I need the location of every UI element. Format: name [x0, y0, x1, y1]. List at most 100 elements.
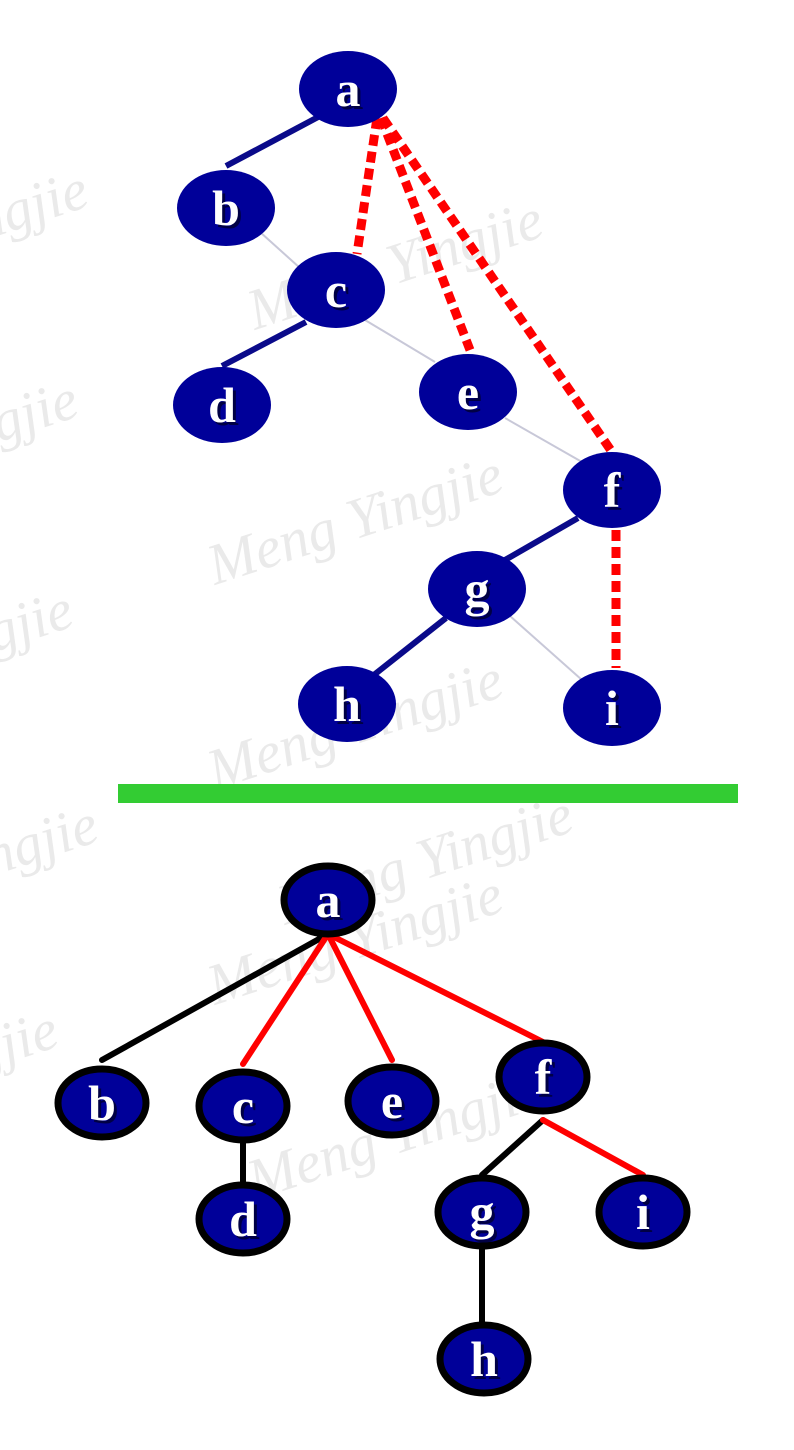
top-edge-a-b-tree — [224, 113, 322, 169]
bottom-node-f-label: f — [535, 1049, 553, 1105]
top-node-g-shape — [428, 551, 526, 627]
top-node-c-shape — [287, 252, 385, 328]
top-node-h-shape — [298, 666, 396, 742]
watermark-text: Meng Yingjie — [0, 366, 86, 523]
top-node-d-label: d — [208, 377, 236, 433]
bottom-edge-f-i — [540, 1117, 646, 1178]
bottom-node-c: cc — [195, 1068, 291, 1144]
top-graph-edges — [220, 113, 621, 681]
top-node-c-label-shadow: c — [328, 265, 350, 321]
bottom-node-f: ff — [495, 1039, 591, 1115]
top-node-a: aa — [299, 51, 397, 127]
top-node-f-shape — [563, 452, 661, 528]
bottom-node-b-label: b — [88, 1075, 116, 1131]
bottom-node-e-label-shadow: e — [384, 1076, 406, 1132]
top-node-f-label: f — [604, 462, 622, 518]
bottom-node-b-shape — [54, 1065, 150, 1141]
watermark-text: Meng Yingjie — [0, 996, 66, 1153]
bottom-node-f-label-shadow: f — [538, 1052, 556, 1108]
top-node-d-shape — [173, 367, 271, 443]
top-node-g: gg — [428, 551, 526, 627]
top-node-i-label: i — [605, 680, 619, 736]
bottom-tree-edges — [99, 931, 646, 1327]
bottom-node-d-label: d — [229, 1191, 257, 1247]
bottom-node-h-label: h — [470, 1331, 498, 1387]
top-node-b-label: b — [212, 180, 240, 236]
top-node-e-label: e — [457, 364, 479, 420]
bottom-node-b-label-shadow: b — [91, 1078, 119, 1134]
top-node-a-shape — [299, 51, 397, 127]
bottom-node-e-shape — [344, 1063, 440, 1139]
bottom-node-b: bb — [54, 1065, 150, 1141]
bottom-edge-a-b — [99, 931, 331, 1063]
watermark-text: Meng Yingjie — [238, 186, 551, 343]
top-node-i-shape — [563, 670, 661, 746]
bottom-node-g-shape — [434, 1174, 530, 1250]
top-node-h-label: h — [333, 676, 361, 732]
top-node-e-shape — [419, 354, 517, 430]
bottom-node-i-label: i — [636, 1184, 650, 1240]
bottom-node-g-label: g — [470, 1184, 495, 1240]
bottom-node-g: gg — [434, 1174, 530, 1250]
top-edge-b-c-thin — [259, 231, 301, 269]
watermark-text: Meng Yingjie — [0, 576, 81, 733]
bottom-node-e-label: e — [381, 1073, 403, 1129]
top-node-h-label-shadow: h — [336, 679, 364, 735]
top-node-d-label-shadow: d — [211, 380, 239, 436]
bottom-node-i: ii — [595, 1174, 691, 1250]
bottom-node-a-label: a — [316, 872, 341, 928]
top-node-e-label-shadow: e — [460, 367, 482, 423]
top-edge-c-d-tree — [220, 319, 308, 369]
bottom-node-f-shape — [495, 1039, 591, 1115]
top-node-c-label: c — [325, 262, 347, 318]
bottom-node-a-shape — [280, 862, 376, 938]
top-node-i: ii — [563, 670, 661, 746]
top-node-b-shape — [177, 170, 275, 246]
top-edge-a-e-dashed — [376, 116, 475, 352]
bottom-node-i-shape — [595, 1174, 691, 1250]
bottom-node-d-label-shadow: d — [232, 1194, 260, 1250]
top-edge-a-c-dashed — [352, 117, 382, 255]
bottom-edge-a-e — [325, 931, 395, 1063]
bottom-edge-a-f — [325, 931, 546, 1045]
bottom-edge-a-c — [240, 931, 331, 1067]
bottom-node-i-label-shadow: i — [639, 1187, 653, 1243]
bottom-edge-f-g — [479, 1117, 546, 1178]
top-node-a-label: a — [336, 61, 361, 117]
top-node-c: cc — [287, 252, 385, 328]
bottom-node-h-label-shadow: h — [473, 1334, 501, 1390]
bottom-node-e: ee — [344, 1063, 440, 1139]
top-edge-f-g-tree — [503, 515, 580, 563]
bottom-node-c-label: c — [232, 1078, 254, 1134]
top-node-b-label-shadow: b — [215, 183, 243, 239]
top-node-g-label: g — [465, 561, 490, 617]
bottom-node-d-shape — [195, 1181, 291, 1257]
top-edge-c-e-thin — [364, 319, 436, 363]
top-node-h: hh — [298, 666, 396, 742]
top-node-i-label-shadow: i — [608, 683, 622, 739]
top-edge-e-f-thin — [504, 417, 583, 463]
top-node-b: bb — [177, 170, 275, 246]
watermark-text: Meng Yingjie — [0, 791, 106, 948]
bottom-node-a: aa — [280, 862, 376, 938]
top-node-f: ff — [563, 452, 661, 528]
bottom-node-h-shape — [436, 1321, 532, 1397]
top-node-f-label-shadow: f — [607, 465, 625, 521]
top-node-d: dd — [173, 367, 271, 443]
top-edge-g-i-thin — [509, 615, 583, 681]
bottom-node-g-label-shadow: g — [473, 1187, 498, 1243]
watermark-text: Meng Yingjie — [0, 156, 96, 313]
top-node-e: ee — [419, 354, 517, 430]
bottom-node-a-label-shadow: a — [319, 875, 344, 931]
bottom-node-d: dd — [195, 1181, 291, 1257]
bottom-node-c-label-shadow: c — [235, 1081, 257, 1137]
bottom-node-h: hh — [436, 1321, 532, 1397]
top-node-g-label-shadow: g — [468, 564, 493, 620]
bottom-node-c-shape — [195, 1068, 291, 1144]
top-edge-g-h-tree — [368, 615, 448, 681]
top-node-a-label-shadow: a — [339, 64, 364, 120]
